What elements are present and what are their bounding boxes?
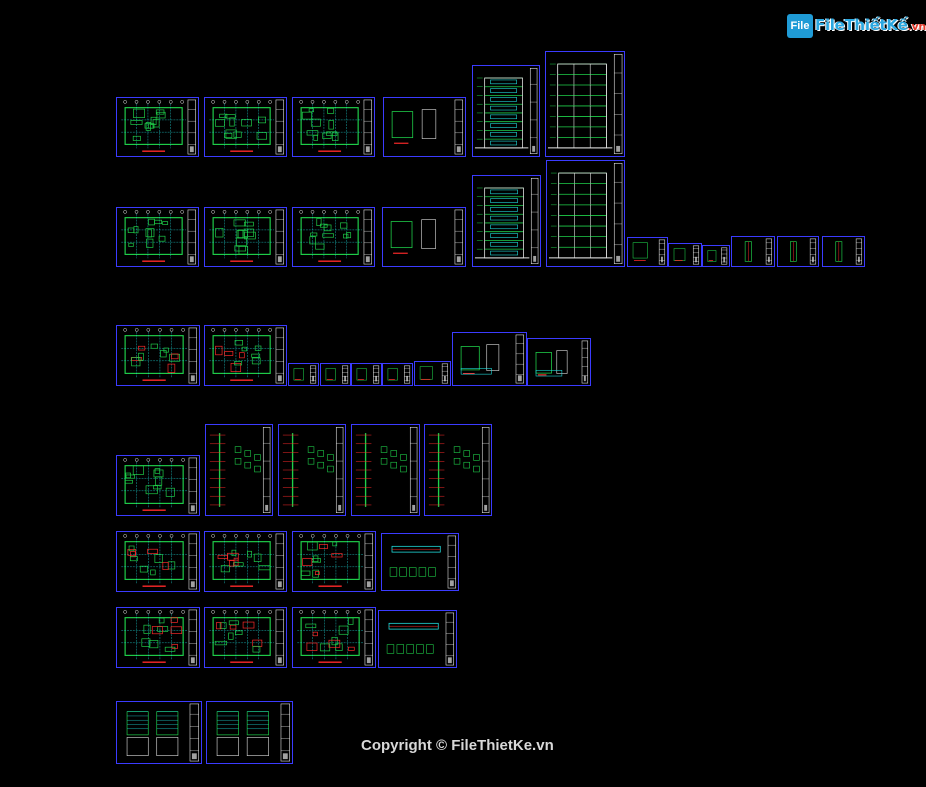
drawing-sheet-columns[interactable] <box>351 424 420 516</box>
drawing-sheet-elev[interactable] <box>472 65 540 157</box>
sheet-drawing <box>835 238 863 265</box>
drawing-sheet-small[interactable] <box>288 363 319 386</box>
sheet-drawing <box>297 609 373 666</box>
drawing-sheet-detail[interactable] <box>383 97 466 157</box>
sheet-drawing <box>548 163 623 264</box>
sheet-drawing <box>744 238 772 265</box>
drawing-sheet-elev[interactable] <box>472 175 541 267</box>
drawing-sheet-struct[interactable] <box>204 531 287 592</box>
drawing-sheet-struct[interactable] <box>116 325 200 386</box>
logo-name: FileThiếtKế <box>815 16 908 34</box>
logo-wordmark: FileThiếtKế.vn <box>815 16 926 34</box>
sheet-drawing <box>389 535 457 589</box>
sheet-drawing <box>390 209 463 265</box>
sheet-drawing <box>209 327 284 384</box>
drawing-sheet-tall[interactable] <box>822 236 865 267</box>
drawing-sheet-struct[interactable] <box>292 607 376 668</box>
drawing-sheet-plan[interactable] <box>116 207 199 267</box>
drawing-sheet-struct[interactable] <box>116 607 200 668</box>
sheet-drawing <box>209 99 284 155</box>
sheet-drawing <box>547 53 623 155</box>
logo-suffix: .vn <box>907 20 926 33</box>
sheet-drawing <box>356 365 380 384</box>
drawing-sheet-columns[interactable] <box>205 424 273 516</box>
copyright-watermark: Copyright © FileThietKe.vn <box>361 737 554 754</box>
drawing-sheet-plan[interactable] <box>292 97 375 157</box>
sheet-drawing <box>209 533 284 590</box>
drawing-sheet-beam[interactable] <box>378 610 457 668</box>
drawing-sheet-columns[interactable] <box>278 424 346 516</box>
sheet-drawing <box>297 99 372 155</box>
drawing-sheet-foundation[interactable] <box>116 455 200 516</box>
drawing-sheet-plan[interactable] <box>116 97 199 157</box>
sheet-drawing <box>474 68 538 154</box>
sheet-drawing <box>209 427 271 513</box>
sheet-drawing <box>121 609 197 666</box>
drawing-sheet-detail[interactable] <box>382 207 466 267</box>
sheet-drawing <box>707 247 728 265</box>
drawing-sheet-struct[interactable] <box>204 607 287 668</box>
drawing-sheet-tall[interactable] <box>731 236 775 267</box>
sheet-drawing <box>474 177 539 265</box>
drawing-sheet-detailwide[interactable] <box>452 332 527 386</box>
drawing-sheet-tall[interactable] <box>777 236 819 267</box>
filethietke-logo[interactable]: File FileThiếtKế.vn <box>787 10 926 42</box>
sheet-drawing <box>386 612 454 666</box>
sheet-drawing <box>428 427 490 513</box>
sheet-drawing <box>121 457 197 514</box>
sheet-drawing <box>460 334 524 384</box>
sheet-drawing <box>391 99 463 155</box>
drawing-sheet-small[interactable] <box>351 363 382 386</box>
sheet-drawing <box>121 209 196 265</box>
drawing-sheet-plan[interactable] <box>292 207 375 267</box>
sheet-drawing <box>209 209 284 265</box>
drawing-sheet-small[interactable] <box>414 361 451 386</box>
drawing-sheet-stair[interactable] <box>206 701 293 764</box>
sheet-drawing <box>293 365 317 384</box>
sheet-drawing <box>121 99 196 155</box>
sheet-drawing <box>325 365 349 384</box>
drawing-sheet-struct[interactable] <box>204 325 287 386</box>
sheet-drawing <box>673 245 700 265</box>
drawing-sheet-small[interactable] <box>320 363 351 386</box>
drawing-sheet-struct[interactable] <box>292 531 376 592</box>
sheet-drawing <box>535 340 589 384</box>
drawing-sheet-plan[interactable] <box>204 207 287 267</box>
sheet-drawing <box>126 703 199 762</box>
drawing-sheet-columns[interactable] <box>424 424 492 516</box>
sheet-drawing <box>121 533 197 590</box>
drawing-sheet-plan[interactable] <box>204 97 287 157</box>
drawing-sheet-section[interactable] <box>545 51 625 157</box>
sheet-drawing <box>216 703 290 762</box>
drawing-sheet-struct[interactable] <box>116 531 200 592</box>
sheet-drawing <box>419 363 448 384</box>
drawing-sheet-small[interactable] <box>702 245 730 267</box>
drawing-sheet-small[interactable] <box>668 243 702 267</box>
sheet-drawing <box>355 426 418 514</box>
sheet-drawing <box>297 209 372 265</box>
sheet-drawing <box>209 609 284 666</box>
drawing-sheet-stair[interactable] <box>116 701 202 764</box>
sheet-drawing <box>282 427 344 513</box>
drawing-sheet-detailwide[interactable] <box>527 338 591 386</box>
logo-icon: File <box>787 14 813 38</box>
sheet-drawing <box>632 239 666 265</box>
drawing-sheet-beam[interactable] <box>381 533 459 591</box>
drawing-sheet-small[interactable] <box>382 363 413 386</box>
drawing-sheet-section[interactable] <box>546 160 625 267</box>
sheet-drawing <box>297 533 373 590</box>
sheet-drawing <box>387 365 411 384</box>
drawing-sheet-small[interactable] <box>627 237 668 267</box>
sheet-drawing <box>121 327 197 384</box>
sheet-drawing <box>790 238 817 265</box>
